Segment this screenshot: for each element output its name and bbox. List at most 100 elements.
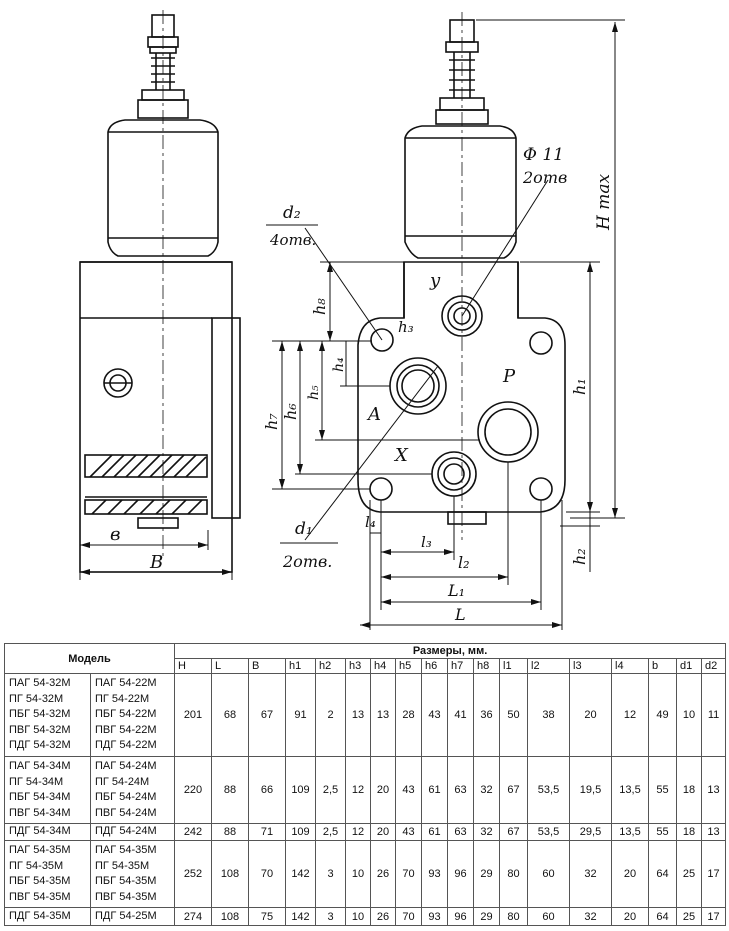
label-L: L xyxy=(454,605,466,624)
cell-l3: 32 xyxy=(569,907,612,926)
label-h7: h₇ xyxy=(262,413,281,430)
column-header-d2: d2 xyxy=(700,658,727,674)
cell-h1: 109 xyxy=(285,756,316,824)
model-name: ПВГ 54-24М xyxy=(95,806,157,819)
column-header-B: B xyxy=(248,658,286,674)
label-d2: d₂ xyxy=(283,203,301,223)
column-header-l1: l1 xyxy=(499,658,528,674)
model-list: ПДГ 54-35М xyxy=(4,907,91,926)
technical-drawing: в B d₂ 4отв. Φ 11 2отв H max y A P X h₁ … xyxy=(79,10,625,630)
cell-h4: 13 xyxy=(370,673,396,757)
model-name: ПДГ 54-34М xyxy=(9,825,71,838)
cell-h2: 2 xyxy=(315,673,346,757)
model-name: ПБГ 54-24М xyxy=(95,791,157,803)
cell-l3: 20 xyxy=(569,673,612,757)
model-name: ПДГ 54-22М xyxy=(95,739,157,752)
cell-l3: 19,5 xyxy=(569,756,612,824)
cell-B: 66 xyxy=(248,756,286,824)
cell-h7: 63 xyxy=(447,823,474,841)
cell-h6: 93 xyxy=(421,907,448,926)
cell-h3: 10 xyxy=(345,840,371,908)
column-header-H: H xyxy=(174,658,212,674)
label-hmax: H max xyxy=(594,174,614,231)
cell-d1: 18 xyxy=(676,823,702,841)
label-port-x: X xyxy=(393,445,409,466)
cell-h2: 3 xyxy=(315,840,346,908)
cell-h4: 26 xyxy=(370,840,396,908)
cell-h8: 29 xyxy=(473,907,500,926)
column-header-h4: h4 xyxy=(370,658,396,674)
model-name: ПБГ 54-22М xyxy=(95,708,157,721)
cell-L: 88 xyxy=(211,756,249,824)
cell-d1: 25 xyxy=(676,907,702,926)
cell-l4: 20 xyxy=(611,907,649,926)
model-name: ПАГ 54-34М xyxy=(9,760,71,772)
cell-h6: 61 xyxy=(421,756,448,824)
model-header: Модель xyxy=(4,643,175,674)
cell-d2: 13 xyxy=(700,823,727,841)
cell-L: 68 xyxy=(211,673,249,757)
cell-H: 220 xyxy=(174,756,212,824)
front-view xyxy=(272,12,625,630)
cell-l4: 13,5 xyxy=(611,823,649,841)
cell-b: 64 xyxy=(648,907,677,926)
cell-l3: 32 xyxy=(569,840,612,908)
cell-b: 55 xyxy=(648,756,677,824)
cell-h4: 20 xyxy=(370,756,396,824)
cell-h1: 91 xyxy=(285,673,316,757)
cell-h6: 43 xyxy=(421,673,448,757)
cell-h8: 32 xyxy=(473,823,500,841)
model-name: ПВГ 54-32М xyxy=(9,723,71,736)
cell-l1: 67 xyxy=(499,823,528,841)
model-name: ПАГ 54-35М xyxy=(95,844,157,856)
column-header-h2: h2 xyxy=(315,658,346,674)
label-h1: h₁ xyxy=(570,378,589,395)
label-l3: l₃ xyxy=(421,533,432,551)
cell-B: 70 xyxy=(248,840,286,908)
cell-h2: 3 xyxy=(315,907,346,926)
model-name: ПВГ 54-34М xyxy=(9,806,71,819)
model-name: ПГ 54-35М xyxy=(95,859,150,872)
cell-h3: 12 xyxy=(345,823,371,841)
cell-l4: 20 xyxy=(611,840,649,908)
cell-d2: 17 xyxy=(700,840,727,908)
column-header-h7: h7 xyxy=(447,658,474,674)
model-name: ПГ 54-34М xyxy=(9,775,64,788)
model-name: ПВГ 54-35М xyxy=(95,890,157,903)
label-l4: l₄ xyxy=(365,513,376,531)
cell-l2: 60 xyxy=(527,840,570,908)
label-h5: h₅ xyxy=(306,385,322,400)
model-name: ПВГ 54-22М xyxy=(95,723,157,736)
cell-l2: 53,5 xyxy=(527,756,570,824)
side-view xyxy=(79,10,241,580)
cell-l4: 13,5 xyxy=(611,756,649,824)
cell-l1: 80 xyxy=(499,840,528,908)
cell-h5: 70 xyxy=(395,907,422,926)
cell-h5: 43 xyxy=(395,823,422,841)
label-d1: d₁ xyxy=(295,519,313,539)
column-header-l3: l3 xyxy=(569,658,612,674)
model-name: ПГ 54-24М xyxy=(95,775,150,788)
cell-h8: 29 xyxy=(473,840,500,908)
label-h8: h₈ xyxy=(310,298,329,315)
model-name: ПДГ 54-24М xyxy=(95,825,157,838)
cell-h3: 10 xyxy=(345,907,371,926)
label-port-p: P xyxy=(502,366,516,387)
model-name: ПДГ 54-32М xyxy=(9,739,71,752)
cell-h2: 2,5 xyxy=(315,756,346,824)
cell-l1: 50 xyxy=(499,673,528,757)
label-port-y: y xyxy=(429,270,441,291)
cell-h7: 96 xyxy=(447,907,474,926)
sizes-header: Размеры, мм. xyxy=(173,643,727,659)
cell-H: 242 xyxy=(174,823,212,841)
model-name: ПГ 54-32М xyxy=(9,692,64,705)
label-b: в xyxy=(110,524,120,545)
